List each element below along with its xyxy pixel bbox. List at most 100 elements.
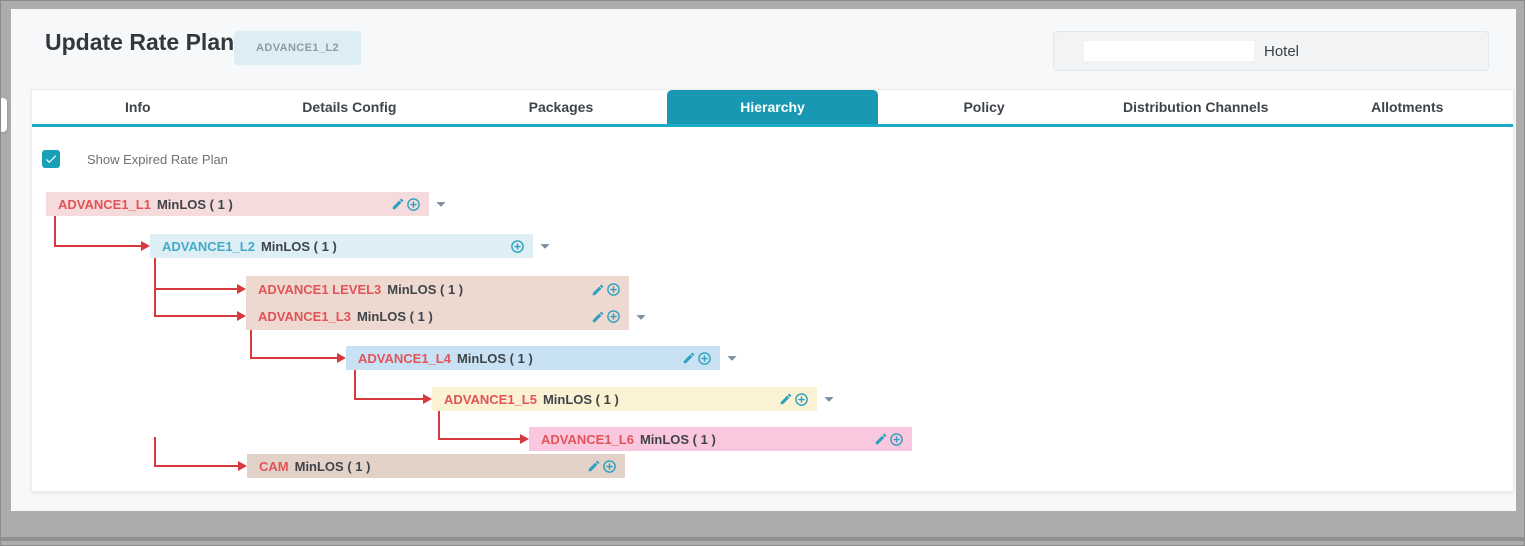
rate-plan-name: CAM: [259, 458, 289, 474]
add-circle-icon: [511, 239, 524, 253]
rate-plan-badge: ADVANCE1_L2: [234, 31, 362, 65]
add-circle-icon: [607, 283, 620, 296]
edit-rate-plan-button[interactable]: [591, 310, 605, 324]
rate-plan-minlos: MinLOS ( 1 ): [356, 309, 433, 324]
side-drawer-handle[interactable]: [1, 98, 7, 132]
tree-connector-line: [354, 370, 356, 400]
tab-policy[interactable]: Policy: [963, 99, 1005, 115]
rate-plan-bar-advance1-l2: ADVANCE1_L2 MinLOS ( 1 ): [150, 234, 550, 258]
expand-caret-icon: [540, 244, 550, 249]
rate-plan-name: ADVANCE1 LEVEL3: [258, 282, 382, 297]
edit-pencil-icon: [875, 433, 887, 445]
rate-plan-minlos: MinLOS ( 1 ): [387, 282, 464, 297]
tree-connector-line: [250, 330, 252, 359]
edit-pencil-icon: [592, 284, 604, 295]
add-circle-icon: [890, 432, 903, 446]
expand-children-button[interactable]: [721, 347, 743, 369]
tree-connector-arrow: [520, 434, 529, 444]
tree-connector-line: [154, 315, 237, 317]
tree-connector-line: [438, 411, 440, 440]
tree-connector-line: [438, 438, 520, 440]
tree-connector-arrow: [141, 241, 150, 251]
tab-info[interactable]: Info: [124, 99, 151, 115]
tree-connector-line: [250, 357, 337, 359]
edit-rate-plan-button[interactable]: [391, 197, 405, 211]
edit-rate-plan-button[interactable]: [779, 392, 793, 406]
edit-rate-plan-button[interactable]: [874, 432, 888, 446]
bar-actions: [779, 392, 809, 407]
expand-children-button[interactable]: [818, 388, 840, 410]
rate-plan-minlos: MinLOS ( 1 ): [156, 196, 233, 212]
tab-allotments[interactable]: Allotments: [1371, 99, 1444, 115]
bar-actions: [874, 432, 904, 447]
rate-plan-minlos: MinLOS ( 1 ): [456, 350, 533, 366]
rate-plan-name: ADVANCE1_L1: [58, 196, 151, 212]
rate-plan-bar-advance1-l5: ADVANCE1_L5 MinLOS ( 1 ): [432, 387, 834, 411]
tree-connector-arrow: [423, 394, 432, 404]
bar-actions: [591, 309, 621, 324]
edit-pencil-icon: [683, 352, 695, 364]
expand-caret-icon: [436, 202, 446, 207]
tab-packages[interactable]: Packages: [528, 99, 594, 115]
window-chrome-bottom: [1, 537, 1524, 541]
tree-connector-line: [54, 245, 141, 247]
rate-plan-bar-advance1-l6: ADVANCE1_L6 MinLOS ( 1 ): [529, 427, 912, 451]
rate-plan-name: ADVANCE1_L6: [541, 431, 634, 447]
hotel-field: Hotel: [1053, 31, 1489, 71]
edit-rate-plan-button[interactable]: [591, 283, 605, 297]
bar-actions: [391, 197, 421, 212]
add-child-rate-plan-button[interactable]: [606, 309, 621, 324]
expand-caret-icon: [824, 397, 834, 402]
checkmark-icon: [45, 155, 57, 164]
add-circle-icon: [698, 351, 711, 365]
expand-children-button[interactable]: [534, 235, 556, 257]
rate-plan-minlos: MinLOS ( 1 ): [639, 431, 716, 447]
tab-underline: [32, 124, 1513, 127]
tab-hierarchy[interactable]: Hierarchy: [666, 90, 879, 124]
tree-connector-line: [354, 398, 423, 400]
rate-plan-name: ADVANCE1_L4: [358, 350, 451, 366]
expand-children-button[interactable]: [430, 193, 452, 215]
add-child-rate-plan-button[interactable]: [510, 239, 525, 254]
rate-plan-minlos: MinLOS ( 1 ): [260, 238, 337, 254]
tree-connector-arrow: [237, 284, 246, 294]
add-child-rate-plan-button[interactable]: [606, 282, 621, 297]
edit-pencil-icon: [588, 460, 600, 472]
add-child-rate-plan-button[interactable]: [602, 459, 617, 474]
add-child-rate-plan-button[interactable]: [697, 351, 712, 366]
rate-plan-bar-advance1-l4: ADVANCE1_L4 MinLOS ( 1 ): [346, 346, 737, 370]
rate-plan-bar-advance1-l1: ADVANCE1_L1 MinLOS ( 1 ): [46, 192, 446, 216]
hotel-label: Hotel: [1264, 42, 1300, 60]
bar-actions: [682, 351, 712, 366]
expand-caret-icon: [636, 314, 646, 320]
add-circle-icon: [603, 459, 616, 473]
tree-connector-arrow: [238, 461, 247, 471]
add-child-rate-plan-button[interactable]: [889, 432, 904, 447]
rate-plan-name: ADVANCE1_L5: [444, 391, 537, 407]
tree-connector-line: [154, 258, 156, 317]
tree-connector-line: [154, 465, 238, 467]
add-child-rate-plan-button[interactable]: [406, 197, 421, 212]
tree-connector-line: [154, 437, 156, 467]
tab-details-config[interactable]: Details Config: [302, 99, 397, 115]
edit-rate-plan-button[interactable]: [587, 459, 601, 473]
edit-pencil-icon: [780, 393, 792, 405]
expand-children-button[interactable]: [630, 306, 652, 328]
rate-plan-card: Info Details Config Packages Hierarchy Polic…: [31, 89, 1514, 492]
expand-caret-icon: [727, 356, 737, 361]
add-child-rate-plan-button[interactable]: [794, 392, 809, 407]
hotel-name-redacted: [1084, 41, 1254, 61]
page-title: Update Rate Plan: [45, 29, 235, 55]
tab-distribution-channels[interactable]: Distribution Channels: [1122, 99, 1269, 115]
tree-connector-line: [54, 216, 56, 247]
show-expired-checkbox[interactable]: [42, 150, 60, 168]
page: Update Rate Plan ADVANCE1_L2 Hotel Info D…: [11, 9, 1516, 511]
rate-plan-minlos: MinLOS ( 1 ): [542, 391, 619, 407]
tree-connector-arrow: [337, 353, 346, 363]
rate-plan-name: ADVANCE1_L2: [162, 238, 255, 254]
edit-rate-plan-button[interactable]: [682, 351, 696, 365]
